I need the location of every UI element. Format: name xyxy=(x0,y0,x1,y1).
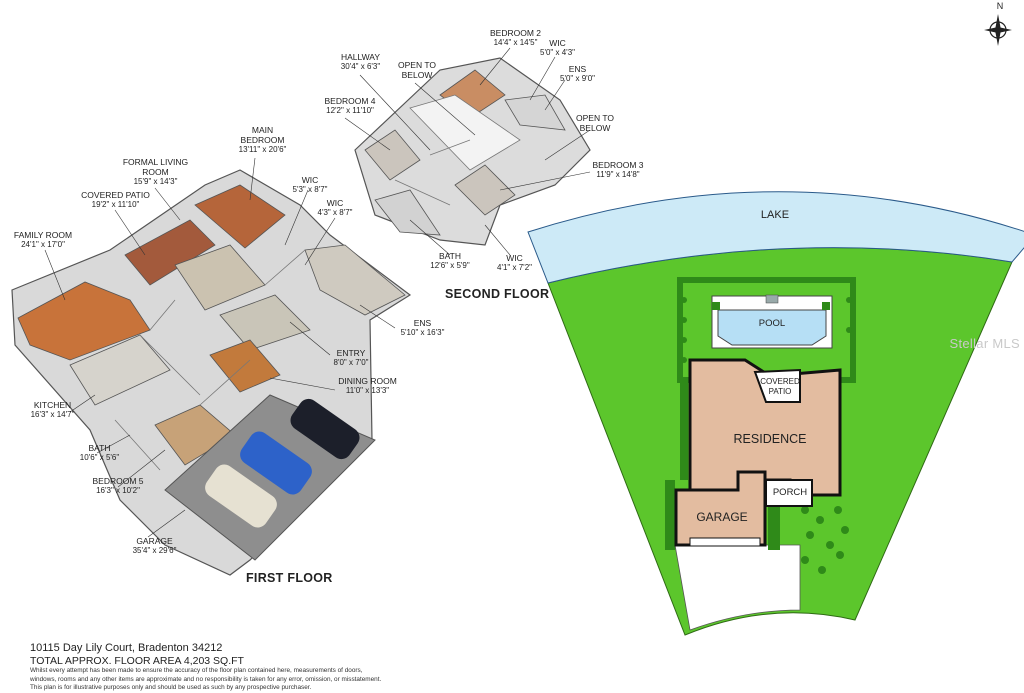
compass-icon xyxy=(984,14,1012,46)
label-open-to-below-2: OPEN TO BELOW xyxy=(570,113,620,133)
room-dimension: 15'9" x 14'3" xyxy=(133,177,178,186)
room-dimension: 11'9" x 14'8" xyxy=(596,170,640,179)
footer: 10115 Day Lily Court, Bradenton 34212 TO… xyxy=(30,642,450,693)
room-name: DINING ROOM xyxy=(338,376,397,386)
room-dimension: 19'2" x 11'10" xyxy=(91,200,140,209)
label-open-to-below-1: OPEN TO BELOW xyxy=(392,60,442,80)
site-covered-patio-label: COVERED PATIO xyxy=(756,377,804,397)
room-dimension: 8'0" x 7'0" xyxy=(333,358,369,367)
label-wic-main-1: WIC 5'3" x 8'7" xyxy=(285,175,335,195)
room-name: WIC xyxy=(506,253,523,263)
first-floor-3d-plan xyxy=(11,169,412,576)
room-name-line2: BELOW xyxy=(401,70,433,80)
site-pool-label: POOL xyxy=(758,318,786,329)
label-bath-second-floor: BATH 12'6" x 5'9" xyxy=(425,251,475,271)
label-bath-first-floor: BATH 10'6" x 5'6" xyxy=(72,443,127,463)
room-dimension: 14'4" x 14'5" xyxy=(493,38,538,47)
room-dimension: 5'0" x 9'0" xyxy=(560,74,595,83)
disclaimer-line-2: windows, rooms and any other items are a… xyxy=(30,675,382,683)
site-residence-label: RESIDENCE xyxy=(733,432,807,446)
room-name: OPEN TO xyxy=(398,60,436,70)
room-dimension: 5'10" x 16'3" xyxy=(400,328,445,337)
label-family-room: FAMILY ROOM 24'1" x 17'0" xyxy=(8,230,78,250)
label-hallway: HALLWAY 30'4" x 6'3" xyxy=(333,52,388,72)
covered-patio-line1: COVERED xyxy=(760,377,800,386)
room-name: COVERED PATIO xyxy=(81,190,150,200)
room-name: ENS xyxy=(568,64,587,74)
room-dimension: 12'2" x 11'10" xyxy=(326,106,374,115)
room-name: OPEN TO xyxy=(576,113,614,123)
room-dimension: 4'1" x 7'2" xyxy=(497,263,532,272)
second-floor-3d-plan xyxy=(354,57,591,246)
label-formal-living-room: FORMAL LIVING ROOM 15'9" x 14'3" xyxy=(118,157,193,187)
label-ens-main: ENS 5'10" x 16'3" xyxy=(395,318,450,338)
label-entry: ENTRY 8'0" x 7'0" xyxy=(326,348,376,368)
room-name: BEDROOM 5 xyxy=(92,476,144,486)
room-name-line2: ROOM xyxy=(142,167,169,177)
room-dimension: 10'6" x 5'6" xyxy=(79,453,120,462)
label-garage: GARAGE 35'4" x 29'6" xyxy=(122,536,187,556)
label-wic-bedroom-3: WIC 4'1" x 7'2" xyxy=(492,253,537,273)
property-address: 10115 Day Lily Court, Bradenton 34212 xyxy=(30,642,223,654)
room-name: BATH xyxy=(88,443,111,453)
room-name: BEDROOM 4 xyxy=(324,96,376,106)
site-garage-label: GARAGE xyxy=(696,510,748,524)
room-dimension: 16'3" x 10'2" xyxy=(96,486,140,495)
label-wic-bedroom-2: WIC 5'0" x 4'3" xyxy=(535,38,580,58)
disclaimer-line-3: This plan is for illustrative purposes o… xyxy=(30,684,312,691)
label-covered-patio: COVERED PATIO 19'2" x 11'10" xyxy=(78,190,153,210)
room-name: BEDROOM 2 xyxy=(489,28,541,38)
room-dimension: 13'11" x 20'6" xyxy=(238,145,287,154)
room-dimension: 4'3" x 8'7" xyxy=(317,208,353,217)
label-bedroom-5: BEDROOM 5 16'3" x 10'2" xyxy=(88,476,148,496)
total-floor-area: TOTAL APPROX. FLOOR AREA 4,203 SQ.FT xyxy=(30,655,244,667)
label-ens-bedroom-2: ENS 5'0" x 9'0" xyxy=(555,64,600,84)
room-name-line2: BELOW xyxy=(579,123,611,133)
room-name: WIC xyxy=(301,175,319,185)
room-dimension: 24'1" x 17'0" xyxy=(21,240,65,249)
second-floor-title: SECOND FLOOR xyxy=(445,287,550,301)
room-dimension: 16'3" x 14'7" xyxy=(30,410,75,419)
car-icon xyxy=(240,431,312,495)
label-bedroom-2: BEDROOM 2 14'4" x 14'5" xyxy=(488,28,543,48)
room-dimension: 5'3" x 8'7" xyxy=(292,185,328,194)
room-name: MAIN xyxy=(251,125,274,135)
label-dining-room: DINING ROOM 11'0" x 13'3" xyxy=(335,376,400,396)
label-main-bedroom: MAIN BEDROOM 13'11" x 20'6" xyxy=(225,125,300,155)
room-name: FAMILY ROOM xyxy=(13,230,73,240)
disclaimer-line-1: Whilst every attempt has been made to en… xyxy=(30,667,363,674)
room-name: WIC xyxy=(326,198,344,208)
room-dimension: 30'4" x 6'3" xyxy=(340,62,381,71)
label-bedroom-3: BEDROOM 3 11'9" x 14'8" xyxy=(588,160,648,180)
room-name: ENS xyxy=(413,318,432,328)
room-name: BATH xyxy=(438,251,462,261)
room-name: HALLWAY xyxy=(340,52,381,62)
room-name: WIC xyxy=(549,38,566,48)
compass-north-label: N xyxy=(996,1,1004,11)
covered-patio-line2: PATIO xyxy=(768,387,792,396)
car-icon xyxy=(290,398,360,460)
room-name: BEDROOM 3 xyxy=(592,160,644,170)
room-name-line2: BEDROOM xyxy=(240,135,285,145)
room-dimension: 5'0" x 4'3" xyxy=(540,48,575,57)
car-icon xyxy=(205,464,277,528)
room-dimension: 35'4" x 29'6" xyxy=(132,546,177,555)
room-dimension: 12'6" x 5'9" xyxy=(430,261,470,270)
label-kitchen: KITCHEN 16'3" x 14'7" xyxy=(20,400,85,420)
room-name: ENTRY xyxy=(336,348,366,358)
label-wic-main-2: WIC 4'3" x 8'7" xyxy=(310,198,360,218)
site-porch-label: PORCH xyxy=(772,487,808,498)
site-lake-label: LAKE xyxy=(760,209,790,221)
first-floor-title: FIRST FLOOR xyxy=(246,571,333,585)
room-name: GARAGE xyxy=(136,536,173,546)
room-name: KITCHEN xyxy=(33,400,72,410)
room-dimension: 11'0" x 13'3" xyxy=(345,386,390,395)
room-name: FORMAL LIVING xyxy=(122,157,189,167)
label-bedroom-4: BEDROOM 4 12'2" x 11'10" xyxy=(320,96,380,116)
watermark: Stellar MLS xyxy=(949,336,1020,351)
